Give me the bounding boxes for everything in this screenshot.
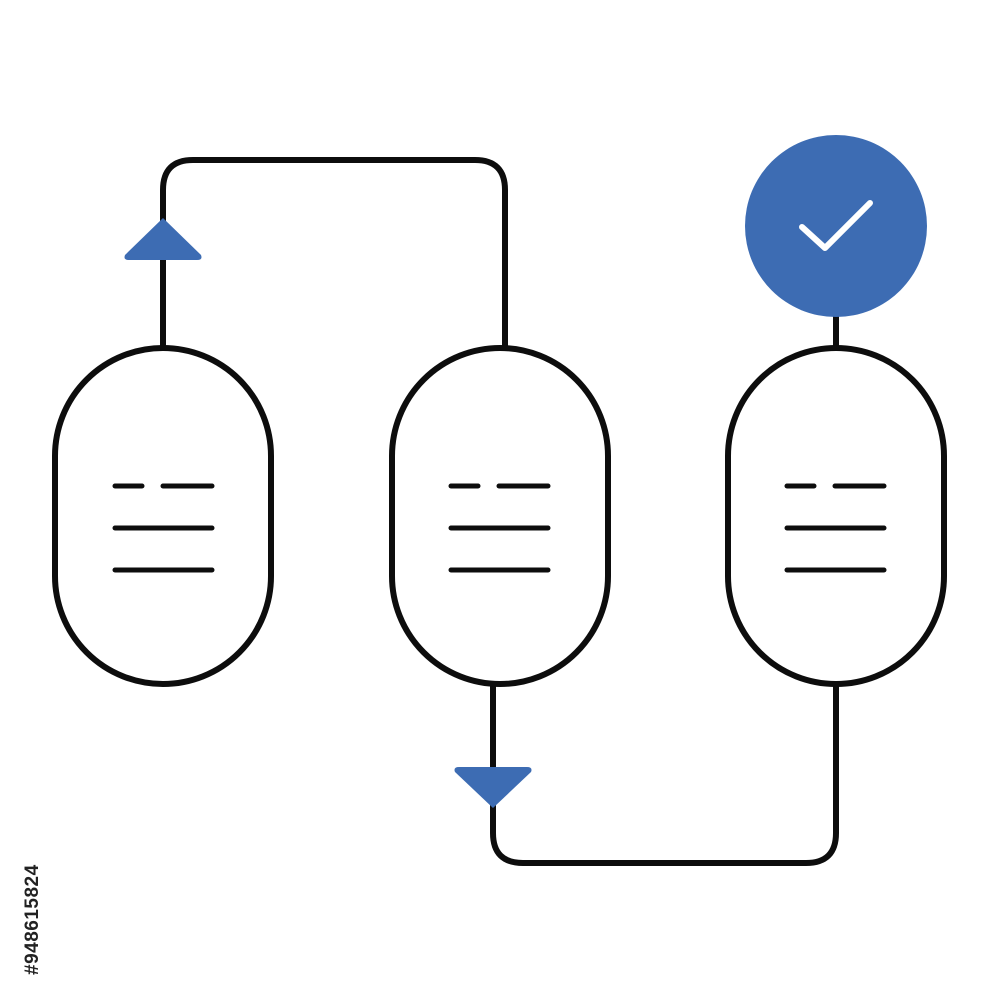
process-node-2 — [389, 345, 611, 687]
completion-circle — [745, 135, 927, 317]
process-node-3 — [725, 345, 947, 687]
checkmark-icon — [799, 200, 873, 251]
down-arrow-icon — [454, 767, 532, 808]
completion-badge — [745, 135, 927, 317]
connector-step2-step3 — [490, 681, 839, 866]
node-capsule — [389, 345, 611, 687]
connector-step1-step2 — [160, 157, 508, 351]
node-capsule — [52, 345, 274, 687]
node-capsule — [725, 345, 947, 687]
up-arrow-icon — [124, 218, 202, 260]
process-node-1 — [52, 345, 274, 687]
stock-id-watermark: #948615824 — [22, 864, 43, 975]
